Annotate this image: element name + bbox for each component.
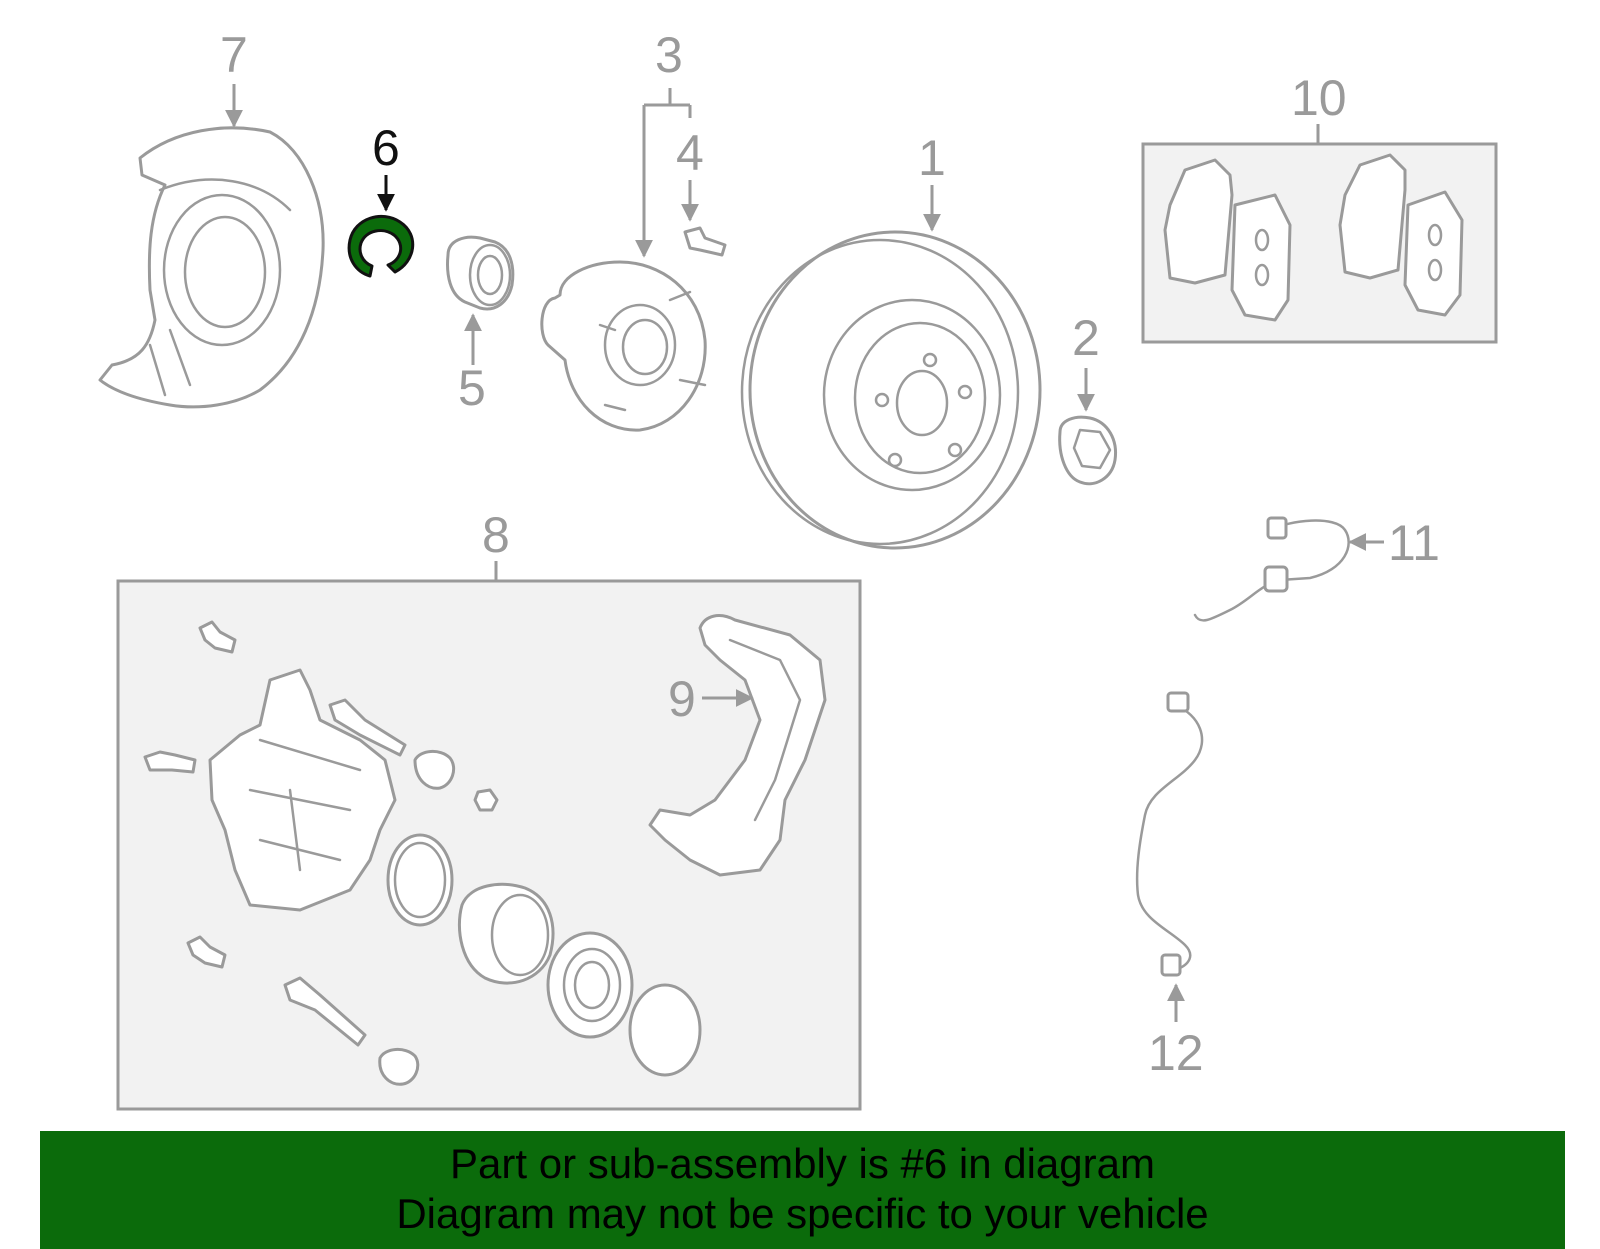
callout-3: 3	[655, 27, 683, 83]
callout-2: 2	[1072, 310, 1100, 366]
caliper-assembly-part-8[interactable]	[143, 620, 702, 1086]
dust-shield-part-7[interactable]	[98, 126, 325, 409]
callout-8: 8	[482, 507, 510, 563]
callout-9: 9	[668, 671, 696, 727]
caliper-bracket-part-9[interactable]	[648, 614, 827, 877]
brake-rotor-part-1[interactable]	[740, 230, 1042, 550]
callout-11: 11	[1388, 515, 1440, 571]
callout-1: 1	[918, 130, 946, 186]
banner-line-1: Part or sub-assembly is #6 in diagram	[450, 1140, 1155, 1187]
callout-4: 4	[676, 125, 704, 181]
abs-sensor-part-12[interactable]	[1135, 691, 1204, 977]
wheel-stud-part-4[interactable]	[683, 226, 727, 257]
callout-10: 10	[1291, 70, 1347, 126]
snap-ring-part-6[interactable]	[347, 214, 415, 278]
banner-line-2: Diagram may not be specific to your vehi…	[396, 1190, 1209, 1237]
brake-pads-part-10[interactable]	[1163, 153, 1464, 322]
callout-5: 5	[458, 360, 486, 416]
wheel-hub-part-3[interactable]	[540, 260, 707, 432]
hub-nut-part-2[interactable]	[1058, 415, 1118, 486]
callout-7: 7	[220, 27, 248, 83]
leader-3	[644, 88, 690, 256]
wheel-bearing-part-5[interactable]	[446, 235, 515, 311]
callout-12: 12	[1148, 1025, 1204, 1081]
callout-6: 6	[372, 120, 400, 176]
info-banner: Part or sub-assembly is #6 in diagram Di…	[40, 1131, 1565, 1249]
brake-hose-part-11[interactable]	[1193, 516, 1350, 622]
